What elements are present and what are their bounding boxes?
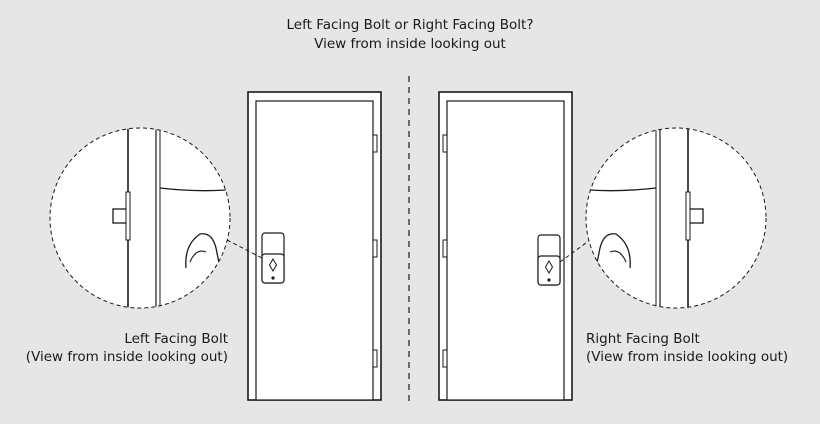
- right-hinge-mid-icon: [442, 239, 448, 258]
- right-door: [438, 91, 573, 401]
- right-hinge-top-icon: [442, 134, 448, 153]
- left-hinge-mid-icon: [372, 239, 378, 258]
- right-smart-lock-icon: [537, 234, 561, 286]
- left-door: [247, 91, 382, 401]
- left-hinge-top-icon: [372, 134, 378, 153]
- left-handle-icon: [185, 233, 221, 269]
- right-handle-icon: [595, 233, 631, 269]
- left-smart-lock-icon: [261, 232, 285, 284]
- right-caption-label: Right Facing Bolt: [586, 331, 700, 347]
- right-caption-sublabel: (View from inside looking out): [586, 349, 789, 365]
- diagram-subtitle: View from inside looking out: [314, 36, 506, 52]
- right-magnifier-callout: [585, 127, 767, 309]
- diagram-title: Left Facing Bolt or Right Facing Bolt?: [286, 17, 534, 33]
- right-hinge-bottom-icon: [442, 349, 448, 368]
- left-hinge-bottom-icon: [372, 349, 378, 368]
- left-caption-label: Left Facing Bolt: [124, 331, 228, 347]
- right-callout-leader: [559, 239, 591, 263]
- left-caption-sublabel: (View from inside looking out): [25, 349, 228, 365]
- left-magnifier-callout: [49, 127, 231, 309]
